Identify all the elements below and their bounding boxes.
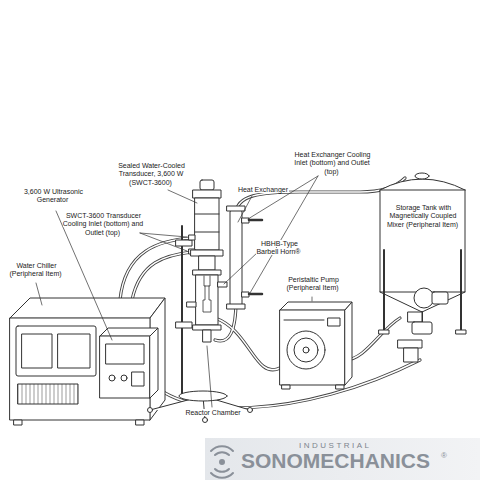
watermark — [205, 438, 480, 480]
water-chiller — [10, 298, 165, 425]
ultrasonic-generator — [100, 328, 158, 398]
watermark-text: SONOMECHANICS — [240, 449, 431, 472]
watermark-text: SONOMECHANICS — [240, 450, 431, 471]
part-label: Reactor Chamber — [184, 409, 241, 416]
part-label: 3,600 W Ultrasonic Generator — [22, 188, 84, 205]
storage-tank — [379, 173, 466, 362]
part-label: Reactor Chamber — [176, 409, 250, 417]
peristaltic-pump — [280, 302, 352, 389]
watermark-text: ® — [440, 451, 448, 460]
part-label: Heat Exchanger Cooling Inlet (bottom) an… — [286, 151, 378, 176]
part-label: Water Chiller (Peripheral Item) — [4, 262, 68, 279]
part-label: SWCT-3600 Transducer Cooling Inlet (bott… — [58, 212, 148, 237]
watermark-text: INDUSTRIAL — [298, 441, 373, 450]
part-label: Peristaltic Pump (Peripheral Item) — [286, 276, 339, 291]
part-label: Heat Exchanger — [237, 186, 289, 193]
part-label: Storage Tank with Magnetically Coupled M… — [384, 204, 462, 229]
part-label: Heat Exchanger Cooling Inlet (bottom) an… — [294, 151, 371, 175]
part-label: Sealed Water-Cooled Transducer, 3,600 W … — [110, 162, 192, 187]
reactor-chamber — [187, 256, 227, 342]
part-label: Heat Exchanger — [234, 186, 292, 194]
part-label: Sealed Water-Cooled Transducer, 3,600 W … — [117, 162, 185, 186]
part-label: Peristaltic Pump (Peripheral Item) — [280, 276, 346, 293]
leader-lines — [36, 176, 318, 407]
part-label: HBHB-Type Barbell Horn® — [250, 240, 308, 257]
transducer — [189, 180, 223, 256]
part-label: HBHB-Type Barbell Horn® — [256, 240, 301, 255]
part-label: Water Chiller (Peripheral Item) — [9, 262, 62, 277]
heat-exchanger — [227, 206, 262, 309]
part-label: Storage Tank with Magnetically Coupled M… — [387, 204, 459, 228]
part-label: 3,600 W Ultrasonic Generator — [23, 188, 83, 203]
part-label: SWCT-3600 Transducer Cooling Inlet (bott… — [63, 212, 144, 236]
watermark-text: ® — [440, 451, 448, 460]
